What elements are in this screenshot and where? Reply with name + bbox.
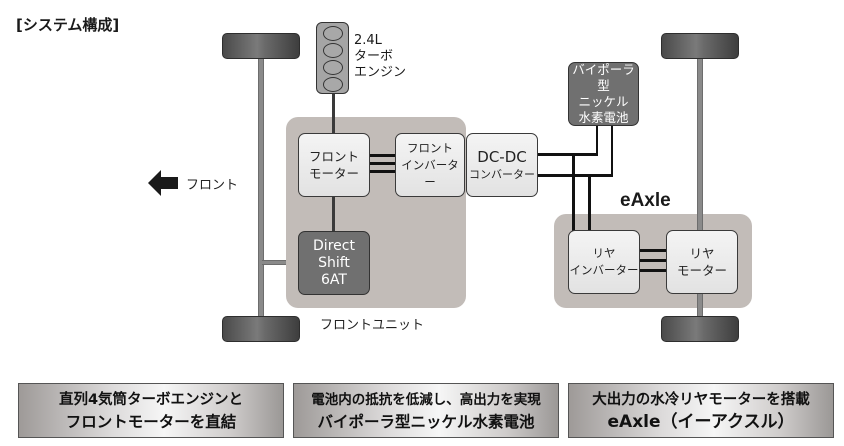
- front-axle-shaft: [258, 55, 264, 317]
- front-3phase-wire: [370, 162, 396, 165]
- dcdc-line: コンバーター: [469, 167, 535, 181]
- engine-shaft: [332, 94, 335, 134]
- motor-transmission-shaft: [332, 197, 335, 231]
- rear-inverter-line: リヤ: [592, 246, 616, 260]
- rear-motor-line: モーター: [676, 263, 727, 278]
- rear-3phase-wire: [640, 269, 667, 272]
- battery-box: バイポーラ型 ニッケル 水素電池: [568, 62, 639, 126]
- hv-wire: [588, 174, 591, 231]
- engine-block: [316, 22, 349, 94]
- front-inverter-line: インバーター: [401, 157, 459, 189]
- rear-motor-box: リヤ モーター: [666, 230, 738, 294]
- hv-wire: [538, 153, 598, 156]
- caption-engine: 直列4気筒ターボエンジンと フロントモーターを直結: [18, 383, 284, 438]
- front-driveshaft: [262, 260, 300, 265]
- rear-inverter-line: インバーター: [569, 263, 639, 277]
- rear-3phase-wire: [640, 259, 667, 262]
- arrow-left-icon: [148, 170, 178, 200]
- engine-label: 2.4L ターボ エンジン: [354, 33, 406, 81]
- front-motor-line: モーター: [308, 166, 359, 181]
- transmission-line: Shift: [318, 254, 350, 271]
- caption-eaxle: 大出力の水冷リヤモーターを搭載 eAxle（イーアクスル）: [568, 383, 834, 438]
- rear-inverter-box: リヤ インバーター: [568, 230, 640, 294]
- battery-line: 水素電池: [578, 110, 629, 125]
- dcdc-line: DC-DC: [477, 147, 527, 166]
- hv-wire: [588, 214, 591, 232]
- front-motor-line: フロント: [308, 149, 359, 164]
- engine-label-line: 2.4L: [354, 33, 382, 48]
- engine-label-line: ターボ: [354, 49, 394, 64]
- transmission-line: 6AT: [321, 271, 347, 288]
- hv-wire: [538, 174, 613, 177]
- front-3phase-wire: [370, 154, 396, 157]
- caption-line1: 直列4気筒ターボエンジンと: [58, 391, 244, 408]
- rear-right-wheel: [661, 316, 739, 342]
- rear-3phase-wire: [640, 249, 667, 252]
- hv-wire: [572, 153, 575, 231]
- dcdc-converter-box: DC-DC コンバーター: [466, 133, 538, 197]
- hv-wire: [572, 214, 575, 232]
- engine-cylinder-icon: [322, 43, 343, 58]
- engine-cylinder-icon: [322, 60, 343, 75]
- front-left-wheel: [222, 33, 300, 59]
- rear-left-wheel: [661, 33, 739, 59]
- diagram-title: [システム構成]: [16, 16, 120, 34]
- caption-line2: eAxle（イーアクスル）: [607, 411, 795, 432]
- front-3phase-wire: [370, 170, 396, 173]
- direction-label: フロント: [186, 178, 239, 193]
- front-motor-box: フロント モーター: [298, 133, 370, 197]
- rear-axle-shaft: [697, 55, 703, 317]
- hv-wire: [595, 126, 598, 156]
- caption-battery: 電池内の抵抗を低減し、高出力を実現 バイポーラ型ニッケル水素電池: [293, 383, 559, 438]
- caption-line1: 大出力の水冷リヤモーターを搭載: [592, 391, 810, 408]
- rear-motor-line: リヤ: [689, 246, 715, 261]
- front-inverter-box: フロント インバーター: [395, 133, 465, 197]
- engine-cylinder-icon: [322, 77, 343, 92]
- eaxle-label: eAxle: [620, 190, 671, 211]
- caption-line2: バイポーラ型ニッケル水素電池: [317, 412, 535, 431]
- engine-label-line: エンジン: [354, 65, 407, 80]
- battery-line: ニッケル: [578, 94, 629, 109]
- caption-line2: フロントモーターを直結: [65, 412, 237, 431]
- front-right-wheel: [222, 316, 300, 342]
- front-inverter-line: フロント: [407, 140, 453, 155]
- transmission-box: Direct Shift 6AT: [298, 231, 370, 295]
- hv-wire: [610, 126, 613, 177]
- caption-line1: 電池内の抵抗を低減し、高出力を実現: [311, 391, 541, 408]
- engine-cylinder-icon: [322, 26, 343, 41]
- front-unit-label: フロントユニット: [320, 318, 425, 333]
- transmission-line: Direct: [313, 237, 355, 254]
- battery-line: バイポーラ型: [572, 62, 635, 93]
